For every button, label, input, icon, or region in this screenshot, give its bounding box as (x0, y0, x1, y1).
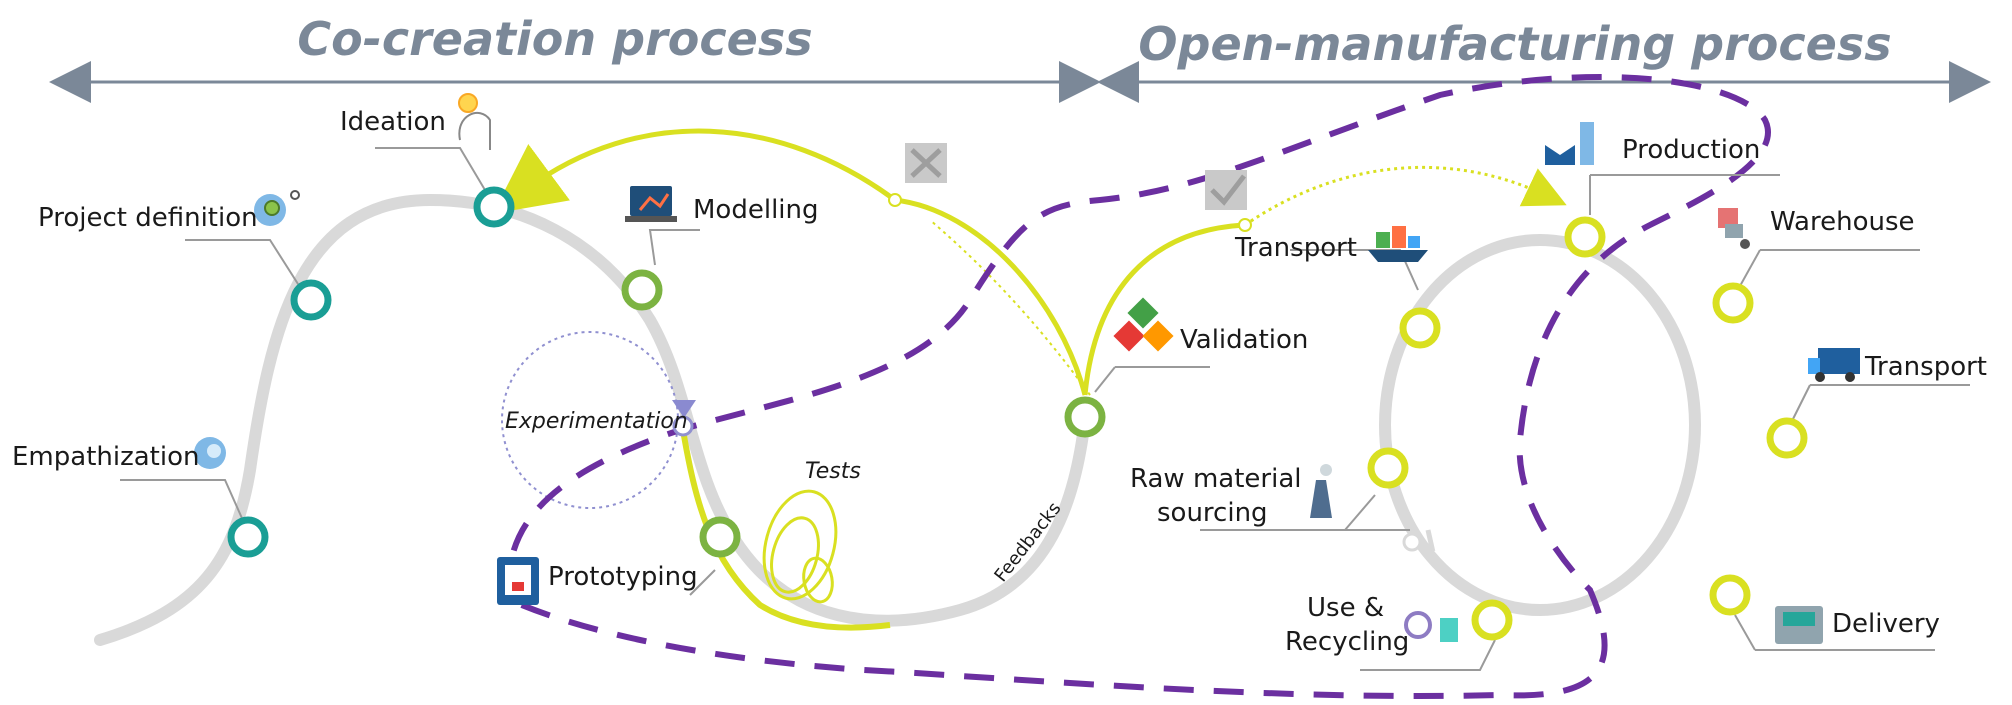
label-transport-top: Transport (1234, 233, 1357, 263)
node-modelling (621, 269, 663, 311)
label-production: Production (1622, 135, 1760, 165)
label-raw-material-1: Raw material (1130, 464, 1301, 494)
label-delivery: Delivery (1832, 609, 1940, 639)
factory-chimney-icon (1310, 464, 1332, 518)
head-icon (194, 437, 226, 469)
machine-icon (1775, 606, 1823, 644)
node-validation (1064, 396, 1106, 438)
node-raw-material (1367, 447, 1409, 489)
factory-icon (1545, 122, 1594, 165)
node-feedback-branch (888, 193, 902, 207)
ship-icon (1368, 226, 1428, 262)
label-experimentation: Experimentation (505, 409, 688, 434)
cubes-icon (1113, 297, 1174, 352)
label-tests: Tests (805, 459, 861, 484)
label-transport-right: Transport (1864, 352, 1987, 382)
label-empathization: Empathization (12, 442, 199, 472)
cross-box-icon (905, 143, 947, 183)
hand-truck-icon (1718, 208, 1750, 249)
tests-spiral (762, 489, 838, 604)
tests-highlight-segment (680, 429, 891, 631)
recycle-icon (1404, 611, 1458, 642)
node-project-definition (290, 279, 332, 321)
3d-printer-icon (497, 557, 539, 605)
label-ideation: Ideation (340, 107, 446, 137)
header-co-creation: Co-creation process (297, 12, 812, 66)
node-validation-branch (1238, 218, 1252, 232)
node-production (1564, 216, 1606, 258)
check-box-icon (1205, 170, 1247, 210)
nodes (227, 186, 1808, 641)
node-empathization (227, 516, 269, 558)
node-transport-right (1766, 417, 1808, 459)
label-recycling: Recycling (1285, 627, 1409, 657)
label-warehouse: Warehouse (1770, 207, 1915, 237)
header-open-manufacturing: Open-manufacturing process (1138, 17, 1891, 71)
node-cycle-small (1402, 532, 1422, 552)
node-transport-top (1399, 307, 1441, 349)
node-use-recycling (1471, 599, 1513, 641)
label-use: Use & (1307, 593, 1384, 623)
gear-head-icon (254, 190, 300, 226)
node-delivery (1709, 574, 1751, 616)
lightbulb-head-icon (458, 93, 491, 150)
label-project-definition: Project definition (38, 203, 258, 233)
truck-icon (1808, 348, 1860, 382)
node-ideation (473, 186, 515, 228)
feedback-arrow-to-ideation (492, 128, 897, 214)
open-manufacturing-boundary (505, 73, 1771, 699)
laptop-icon (625, 186, 677, 222)
label-prototyping: Prototyping (548, 562, 698, 592)
validation-curve (1082, 222, 1246, 396)
validation-arrow-to-production (1244, 165, 1567, 227)
experimentation-marker-icon (672, 400, 696, 418)
label-validation: Validation (1180, 325, 1308, 355)
node-experimentation (672, 415, 694, 437)
label-raw-material-2: sourcing (1157, 498, 1268, 528)
label-modelling: Modelling (693, 195, 819, 225)
feedback-dotted-line (929, 219, 1091, 396)
feedback-curve (894, 197, 1088, 396)
node-warehouse (1712, 282, 1754, 324)
open-manufacturing-cycle (1379, 234, 1701, 616)
node-prototyping (699, 516, 741, 558)
